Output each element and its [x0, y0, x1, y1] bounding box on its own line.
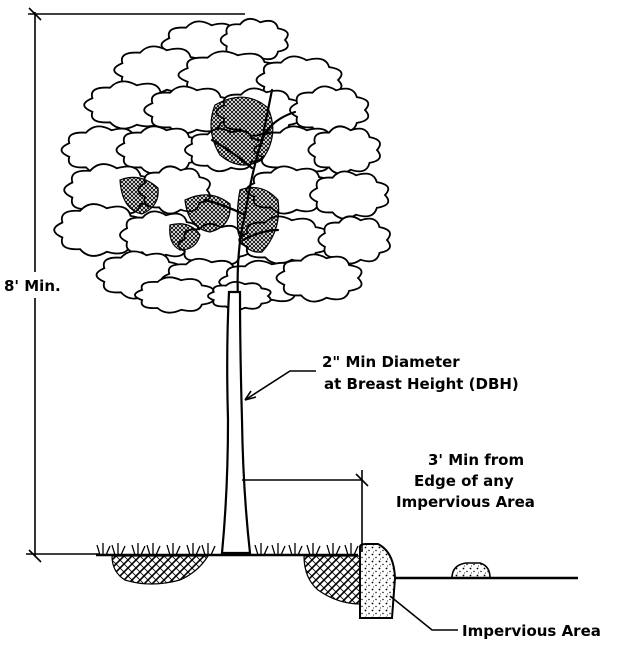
leaf-cluster: [219, 17, 289, 63]
leaf-cluster: [53, 203, 145, 257]
leaf-cluster: [134, 276, 215, 314]
impervious-label: Impervious Area: [462, 622, 601, 640]
offset-label-line2: Edge of any: [414, 472, 514, 490]
grass-tuft: [131, 543, 146, 556]
offset-label-line1: 3' Min from: [428, 451, 524, 469]
grass-tuft: [201, 543, 216, 556]
grass-tuft: [344, 543, 359, 556]
height-label-mask: [0, 272, 70, 298]
pavement-stone: [451, 562, 491, 579]
grass-tuft: [186, 543, 201, 556]
soil-section-right: [303, 555, 361, 605]
offset-dimension: [242, 470, 369, 552]
leaf-cluster: [289, 85, 370, 135]
grass-tuft: [306, 543, 321, 556]
soil-section-left: [111, 555, 210, 585]
leaf-cluster: [307, 125, 381, 175]
leaf-cluster: [275, 253, 363, 303]
grass-tuft: [96, 543, 111, 556]
grass-tuft: [326, 543, 341, 556]
dbh-label-line2: at Breast Height (DBH): [324, 375, 519, 393]
tree-canopy: [53, 17, 391, 314]
grass-tuft: [271, 543, 286, 556]
grass-tuft: [254, 543, 269, 556]
grass-tuft: [166, 543, 181, 556]
curb: [359, 543, 397, 619]
tree-trunk: [220, 290, 252, 555]
height-label: 8' Min.: [4, 277, 61, 295]
grass-tuft: [111, 543, 126, 556]
grass-tuft: [288, 543, 303, 556]
dbh-label-line1: 2" Min Diameter: [322, 353, 460, 371]
grass-tufts: [96, 543, 359, 556]
impervious-leader: [389, 595, 458, 631]
leaf-cluster: [309, 170, 390, 220]
grass-tuft: [146, 543, 161, 556]
leaf-cluster: [317, 215, 391, 265]
tree-branches: [203, 88, 297, 302]
dbh-leader: [244, 370, 316, 401]
offset-label-line3: Impervious Area: [396, 493, 535, 511]
